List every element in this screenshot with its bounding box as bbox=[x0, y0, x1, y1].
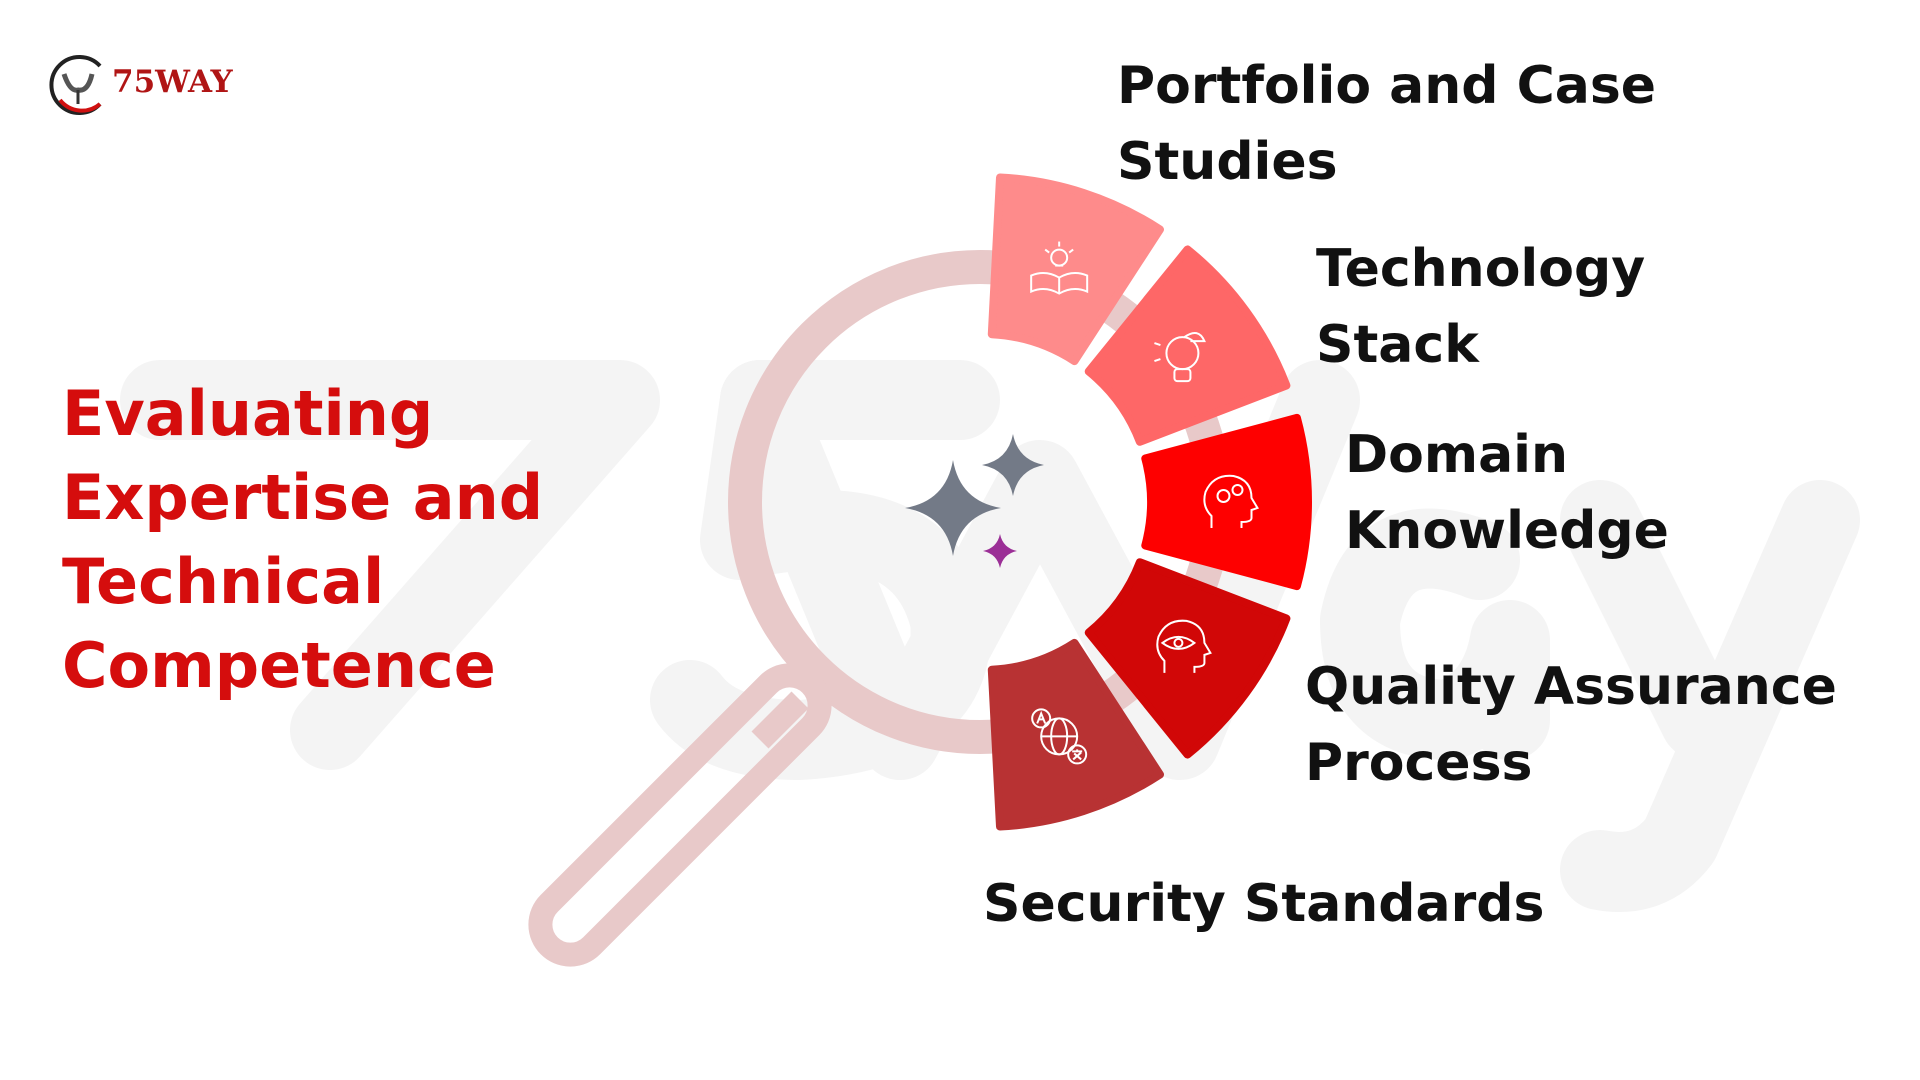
label-line: Security Standards bbox=[983, 874, 1545, 934]
logo-text: 75WAY bbox=[112, 64, 233, 100]
title-line: Evaluating bbox=[62, 377, 434, 450]
segment-ring bbox=[987, 173, 1313, 831]
logo-mark-icon bbox=[49, 55, 102, 115]
page-title: Evaluating Expertise and Technical Compe… bbox=[62, 372, 543, 708]
sparkle-medium-icon bbox=[982, 434, 1044, 496]
label-line: Process bbox=[1305, 733, 1533, 793]
title-line: Technical bbox=[62, 545, 385, 618]
title-line: Expertise and bbox=[62, 461, 544, 534]
segment-1 bbox=[987, 173, 1165, 366]
sparkle-small-icon bbox=[983, 534, 1017, 568]
logo[interactable]: 75WAY bbox=[48, 52, 258, 116]
label-domain-knowledge: Domain Knowledge bbox=[1345, 417, 1669, 569]
sparkle-large-icon bbox=[905, 460, 1001, 556]
label-technology-stack: Technology Stack bbox=[1316, 231, 1645, 383]
magnifier-handle bbox=[528, 663, 832, 967]
label-line: Domain bbox=[1345, 425, 1569, 485]
label-line: Stack bbox=[1316, 315, 1479, 375]
segment-4 bbox=[1084, 558, 1291, 759]
book-lightbulb-icon bbox=[1030, 241, 1089, 295]
label-line: Technology bbox=[1316, 239, 1646, 299]
segment-2 bbox=[1084, 245, 1291, 446]
label-security-standards: Security Standards bbox=[983, 866, 1544, 942]
head-gears-icon bbox=[1203, 474, 1259, 528]
globe-translate-icon bbox=[1031, 708, 1088, 765]
head-eye-icon bbox=[1156, 619, 1212, 673]
title-line: Competence bbox=[62, 629, 496, 702]
puzzle-lightbulb-icon bbox=[1154, 331, 1206, 383]
label-portfolio: Portfolio and Case Studies bbox=[1117, 48, 1656, 200]
label-line: Studies bbox=[1117, 132, 1338, 192]
label-quality-assurance: Quality Assurance Process bbox=[1305, 649, 1837, 801]
label-line: Quality Assurance bbox=[1305, 657, 1837, 717]
segment-5 bbox=[987, 638, 1165, 831]
watermark-75way bbox=[120, 360, 1860, 912]
label-line: Portfolio and Case bbox=[1117, 56, 1657, 116]
label-line: Knowledge bbox=[1345, 501, 1669, 561]
